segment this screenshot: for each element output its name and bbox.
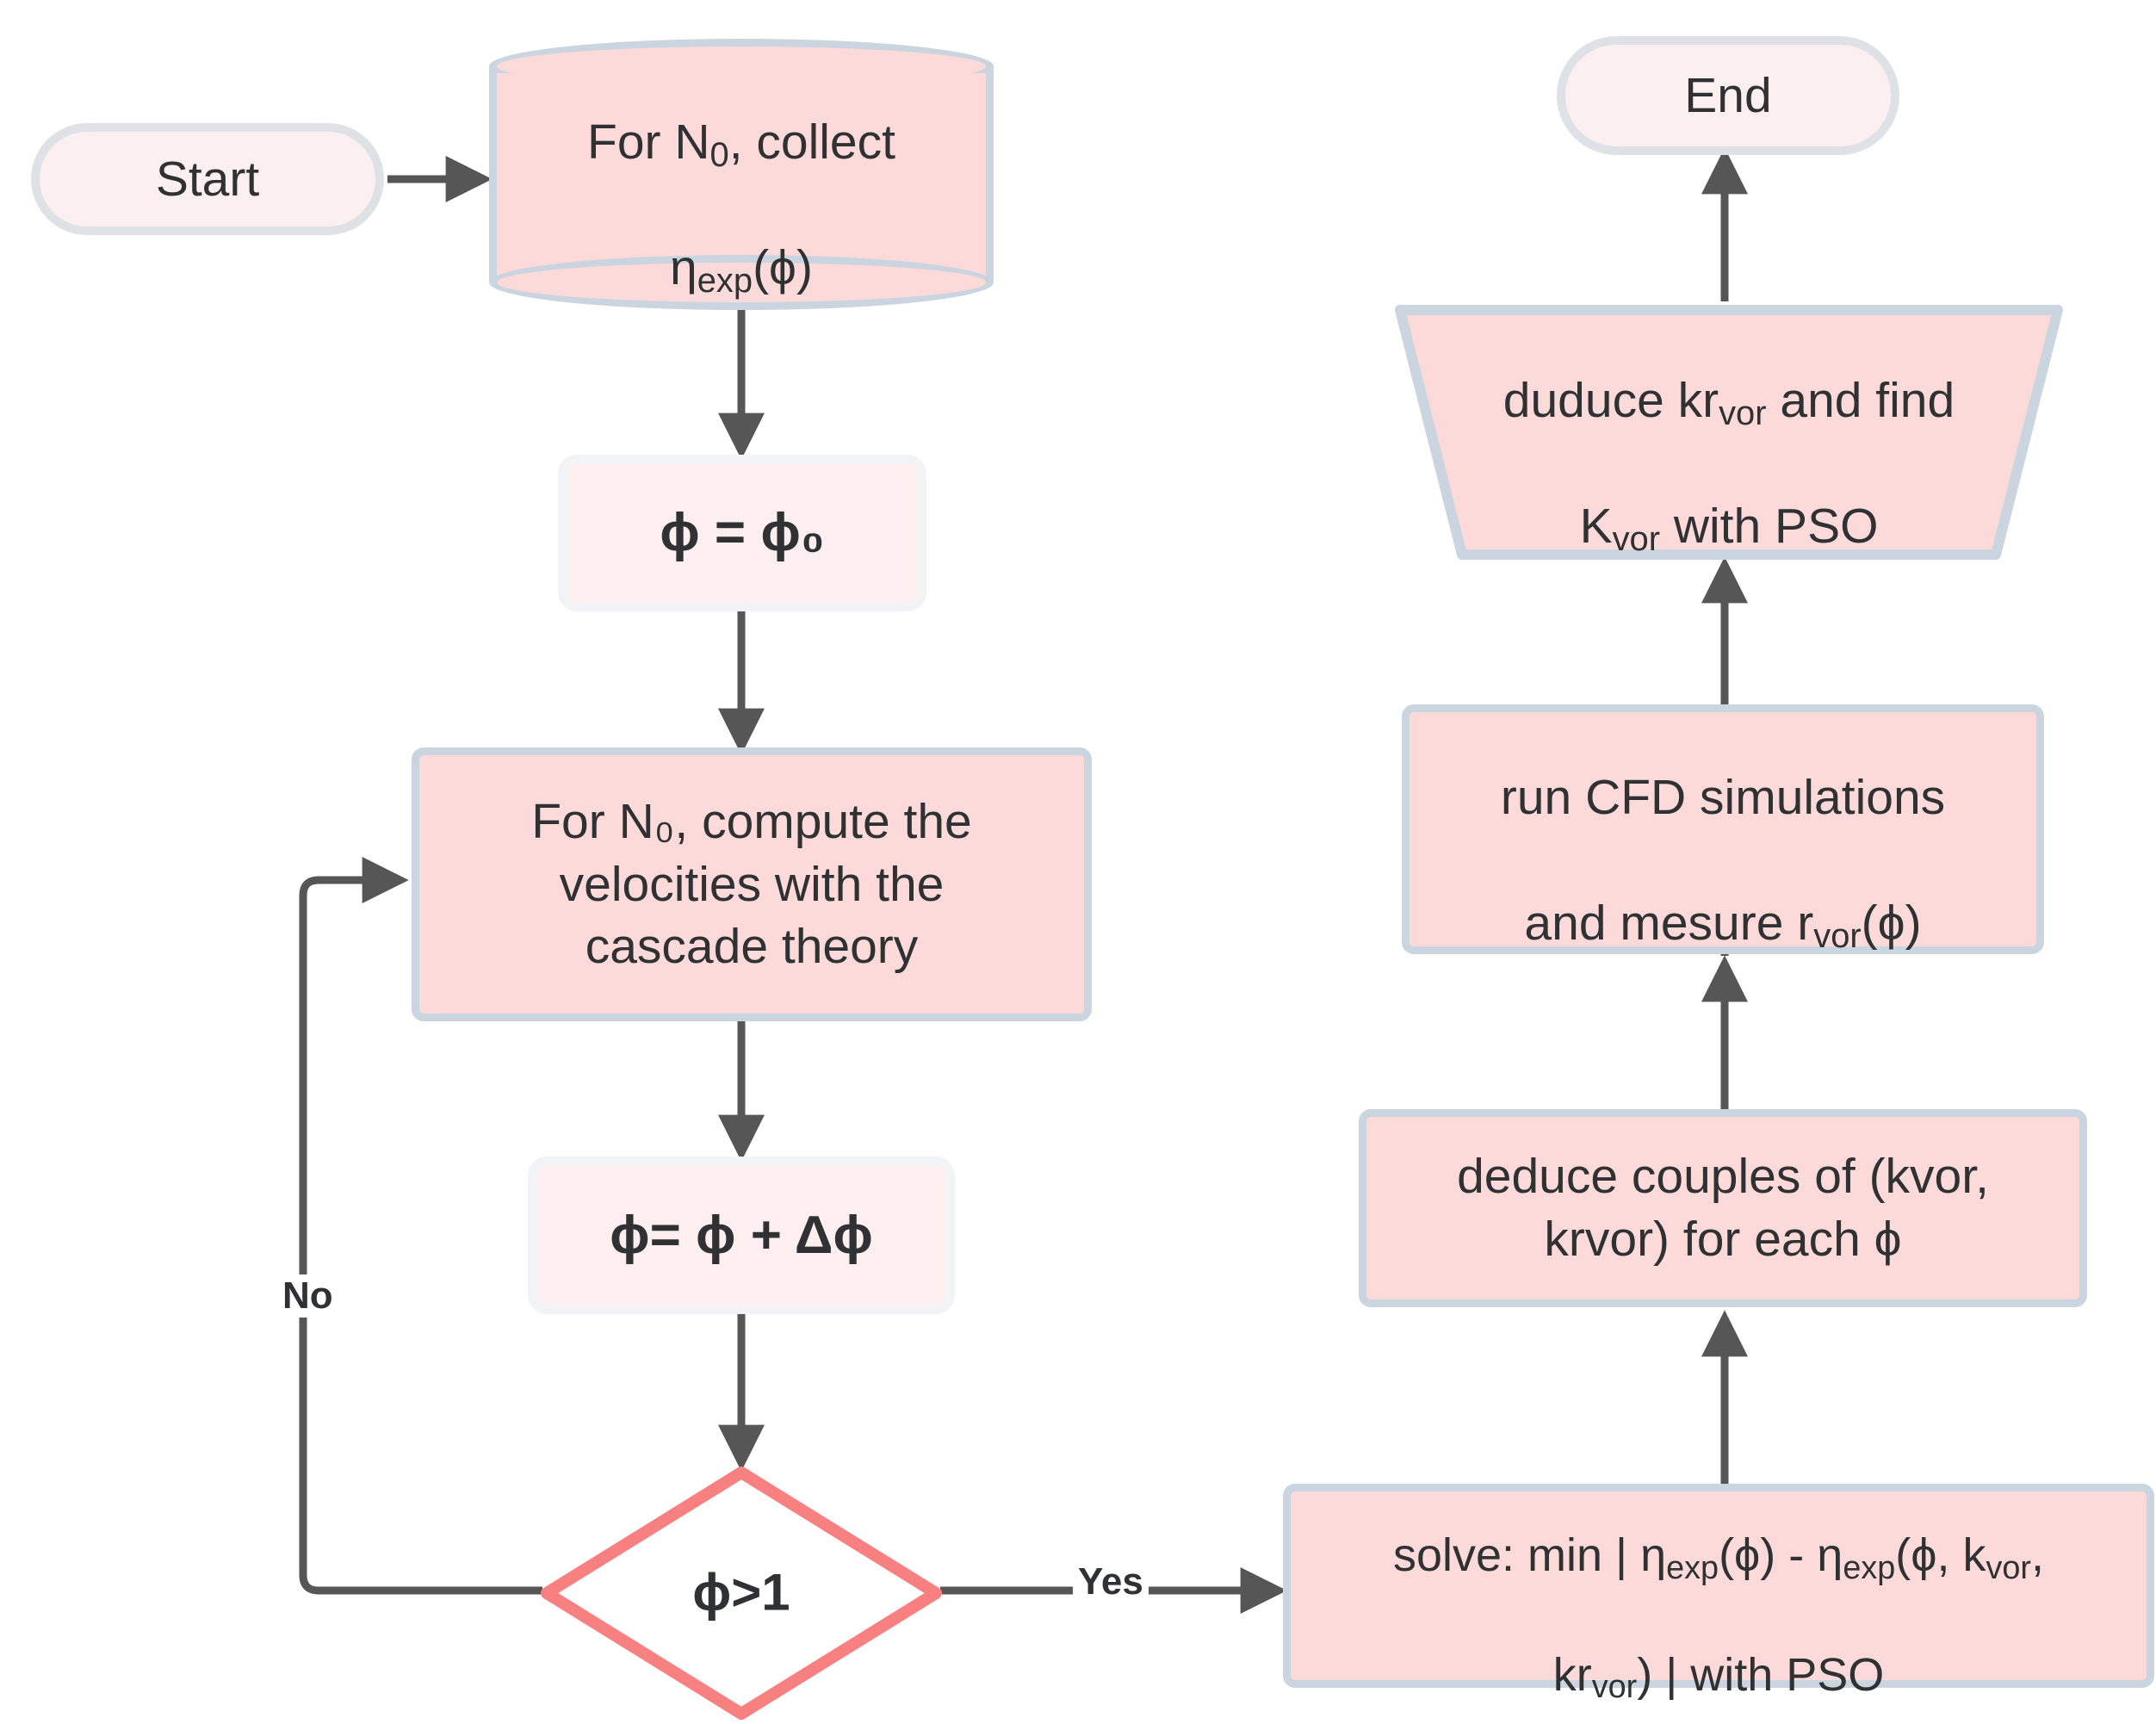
node-start[interactable]: Start	[31, 123, 384, 235]
node-end-label: End	[1684, 67, 1772, 123]
node-init-phi-label: ϕ = ϕ₀	[660, 503, 825, 563]
pso-line2-a: K	[1579, 498, 1613, 554]
cfd-line2-b: (ϕ)	[1861, 895, 1922, 951]
solve-line2-b: ) | with PSO	[1637, 1648, 1885, 1701]
collect-line2-suffix: (ϕ)	[753, 240, 813, 296]
node-start-label: Start	[155, 151, 260, 207]
node-solve-pso-label: solve: min | ηexp(ϕ) - ηexp(ϕ, kvor, krv…	[1378, 1467, 2060, 1705]
cylinder-bottom-ellipse	[489, 255, 994, 310]
diamond-shape	[541, 1467, 942, 1720]
collect-line1-subscript: 0	[709, 136, 729, 175]
solve-line1-sub3: vor	[1986, 1549, 2032, 1586]
node-end[interactable]: End	[1557, 36, 1899, 155]
node-decision-label: ϕ>1	[692, 1563, 790, 1622]
node-decision-phi-gt-1[interactable]: ϕ>1	[538, 1464, 945, 1722]
solve-line1-c: (ϕ, k	[1895, 1529, 1986, 1582]
collect-line1-prefix: For N	[587, 115, 710, 171]
node-collect-label: For N0, collect ηexp(ϕ)	[489, 49, 994, 301]
edge-label-yes: Yes	[1073, 1560, 1149, 1603]
node-run-cfd-label: run CFD simulations and mesure rvor(ϕ)	[1478, 704, 1967, 955]
cfd-line2-sub: vor	[1813, 916, 1862, 955]
pso-line1-b: and find	[1766, 373, 1955, 429]
trapezoid-shape	[1395, 305, 2063, 560]
solve-line1-sub2: exp	[1843, 1549, 1896, 1586]
node-cascade-theory-label: For N₀, compute the velocities with the …	[531, 793, 972, 975]
collect-line2-subscript: exp	[697, 262, 753, 301]
node-increment-phi[interactable]: ϕ= ϕ + Δϕ	[528, 1157, 955, 1314]
cfd-line1: run CFD simulations	[1500, 770, 1946, 826]
solve-line1-sub1: exp	[1666, 1549, 1719, 1586]
node-collect-data[interactable]: For N0, collect ηexp(ϕ)	[489, 39, 994, 310]
node-pso-deduce[interactable]: duduce krvor and find Kvor with PSO	[1393, 303, 2065, 561]
solve-line1-b: (ϕ) - η	[1719, 1529, 1843, 1582]
solve-line1-d: ,	[2031, 1529, 2045, 1582]
pso-line1-sub: vor	[1719, 394, 1767, 432]
edge-decision-no-loop	[299, 857, 542, 1595]
node-pso-deduce-label: duduce krvor and find Kvor with PSO	[1393, 307, 2065, 558]
pso-line1-a: duduce kr	[1502, 373, 1719, 429]
node-solve-pso[interactable]: solve: min | ηexp(ϕ) - ηexp(ϕ, kvor, krv…	[1283, 1484, 2154, 1705]
node-cascade-theory[interactable]: For N₀, compute the velocities with the …	[412, 747, 1092, 1021]
solve-line1-a: solve: min | η	[1392, 1529, 1667, 1582]
node-init-phi[interactable]: ϕ = ϕ₀	[558, 455, 926, 611]
node-increment-phi-label: ϕ= ϕ + Δϕ	[610, 1205, 873, 1265]
pso-line2-b: with PSO	[1660, 498, 1879, 554]
pso-line2-sub: vor	[1612, 519, 1661, 558]
collect-line2-eta: η	[670, 240, 697, 296]
edge-label-no: No	[277, 1274, 338, 1318]
solve-line2-sub: vor	[1591, 1668, 1638, 1705]
cylinder-top-mask	[497, 73, 986, 108]
node-deduce-couples-label: deduce couples of (kvor, krvor) for each…	[1457, 1149, 1989, 1267]
node-deduce-couples[interactable]: deduce couples of (kvor, krvor) for each…	[1359, 1109, 2087, 1307]
collect-line1-suffix: , collect	[728, 115, 895, 171]
solve-line2-a: kr	[1552, 1648, 1592, 1701]
cfd-line2-a: and mesure r	[1524, 895, 1814, 951]
node-run-cfd[interactable]: run CFD simulations and mesure rvor(ϕ)	[1402, 704, 2044, 955]
